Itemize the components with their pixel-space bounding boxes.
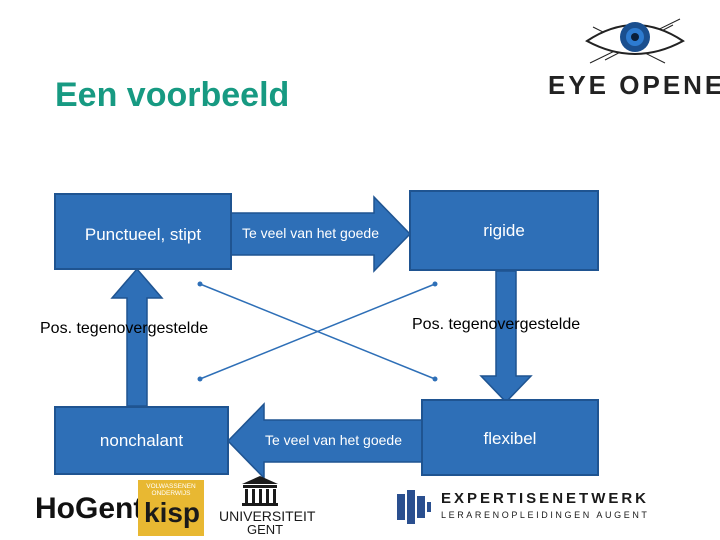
label-right-opposite: Pos. tegenovergestelde: [412, 316, 581, 333]
page-title: Een voorbeeld: [55, 76, 290, 114]
box-punctueel: Punctueel, stipt: [54, 193, 232, 270]
box-flexibel-label: flexibel: [483, 429, 537, 448]
expertisenetwerk-icon: [397, 490, 431, 524]
expertisenetwerk-subtitle: LERARENOPLEIDINGEN AUGENT: [441, 510, 650, 520]
kisp-logo-wordmark: kisp: [144, 497, 201, 528]
kisp-logo: VOLWASSENEN ONDERWIJS kisp: [138, 480, 204, 536]
box-rigide-label: rigide: [483, 221, 525, 240]
expertisenetwerk-title: EXPERTISENETWERK: [441, 490, 650, 507]
ugent-line-1: UNIVERSITEIT: [219, 508, 316, 524]
diagonal-line-2: [199, 283, 436, 380]
box-rigide: rigide: [409, 190, 599, 271]
ugent-building-icon: [242, 476, 278, 506]
box-nonchalant-label: nonchalant: [99, 431, 184, 450]
eye-icon: [585, 18, 685, 64]
arrow-right-down: [479, 270, 533, 404]
arrow-bottom-left: [226, 402, 424, 480]
arrow-left-up: [110, 267, 164, 407]
arrow-top-right: [230, 195, 412, 273]
label-left-opposite: Pos. tegenovergestelde: [40, 320, 209, 337]
kisp-logo-subtitle: VOLWASSENEN ONDERWIJS: [146, 483, 196, 497]
hogent-logo: HoGent: [35, 492, 144, 525]
arrow-top-label: Te veel van het goede: [242, 225, 379, 241]
eye-opener-logo: EYE OPENER: [545, 15, 720, 100]
arrow-bottom-label: Te veel van het goede: [265, 432, 402, 448]
box-flexibel: flexibel: [421, 399, 599, 476]
eye-opener-wordmark: EYE OPENER: [548, 70, 720, 100]
box-nonchalant: nonchalant: [54, 406, 229, 475]
ugent-line-2: GENT: [247, 522, 284, 537]
ugent-logo: UNIVERSITEIT GENT: [212, 474, 315, 538]
expertisenetwerk-logo: EXPERTISENETWERK LERARENOPLEIDINGEN AUGE…: [395, 486, 665, 530]
box-punctueel-label: Punctueel, stipt: [84, 225, 202, 244]
